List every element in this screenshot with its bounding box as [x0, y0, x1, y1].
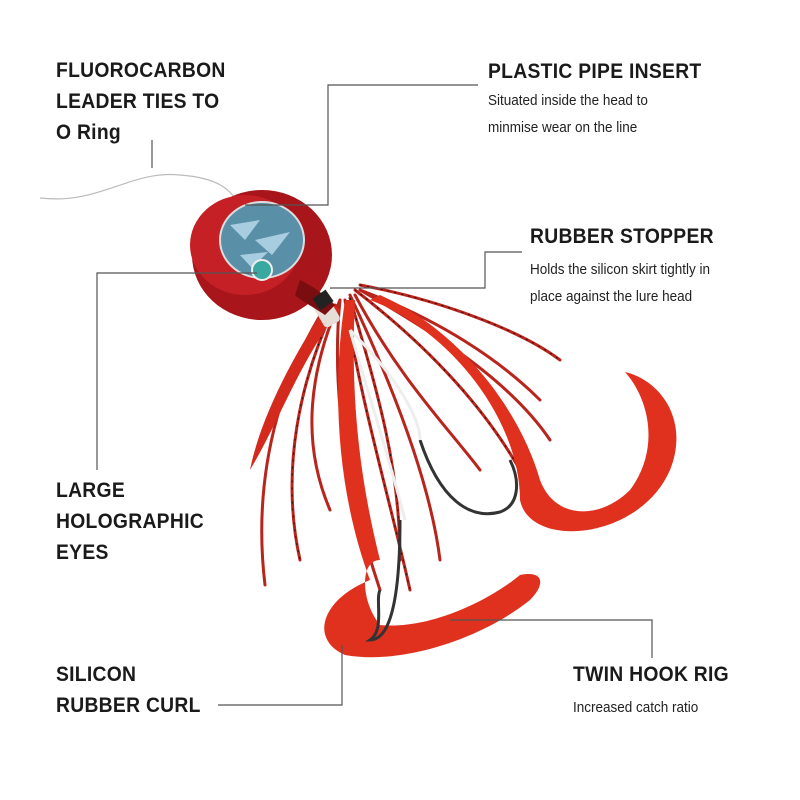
stopper-desc-line: place against the lure head [530, 288, 693, 305]
fluorocarbon-leader [39, 173, 241, 206]
stopper-desc: Holds the silicon skirt tightly in place… [530, 256, 710, 310]
leader-title-line: O Ring [56, 121, 121, 144]
label-eyes: LARGE HOLOGRAPHIC EYES [56, 475, 204, 568]
rubber-curl-left [324, 300, 541, 658]
callout-line-eyes [96, 272, 257, 470]
label-curl: SILICON RUBBER CURL [56, 659, 201, 721]
callout-line-curl [218, 645, 343, 706]
pipe-desc-line: minmise wear on the line [488, 119, 638, 136]
hook-desc-line: Increased catch ratio [573, 699, 699, 716]
pipe-desc-line: Situated inside the head to [488, 92, 648, 109]
label-leader: FLUOROCARBON LEADER TIES TO O Ring [56, 55, 226, 148]
callout-line-pipe [245, 84, 478, 206]
leader-title-line: LEADER TIES TO [56, 90, 220, 113]
eyes-title-line: HOLOGRAPHIC [56, 510, 204, 533]
stopper-title: RUBBER STOPPER [530, 225, 714, 248]
pipe-title: PLASTIC PIPE INSERT [488, 60, 702, 83]
hook-desc: Increased catch ratio [573, 694, 698, 721]
eyes-title-line: EYES [56, 541, 109, 564]
eye-pupil [251, 259, 273, 281]
callout-line-stopper [330, 251, 522, 289]
hook-title: TWIN HOOK RIG [573, 663, 729, 686]
stopper-desc-line: Holds the silicon skirt tightly in [530, 261, 711, 278]
twin-hook-rig [348, 328, 519, 642]
curl-title-line: RUBBER CURL [56, 694, 201, 717]
callout-line-hook [450, 619, 653, 658]
eyes-title-line: LARGE [56, 479, 125, 502]
leader-title-line: FLUOROCARBON [56, 59, 226, 82]
lure-head [190, 190, 335, 320]
rubber-curl-right [370, 295, 677, 532]
curl-title-line: SILICON [56, 663, 137, 686]
pipe-desc: Situated inside the head to minmise wear… [488, 87, 648, 141]
